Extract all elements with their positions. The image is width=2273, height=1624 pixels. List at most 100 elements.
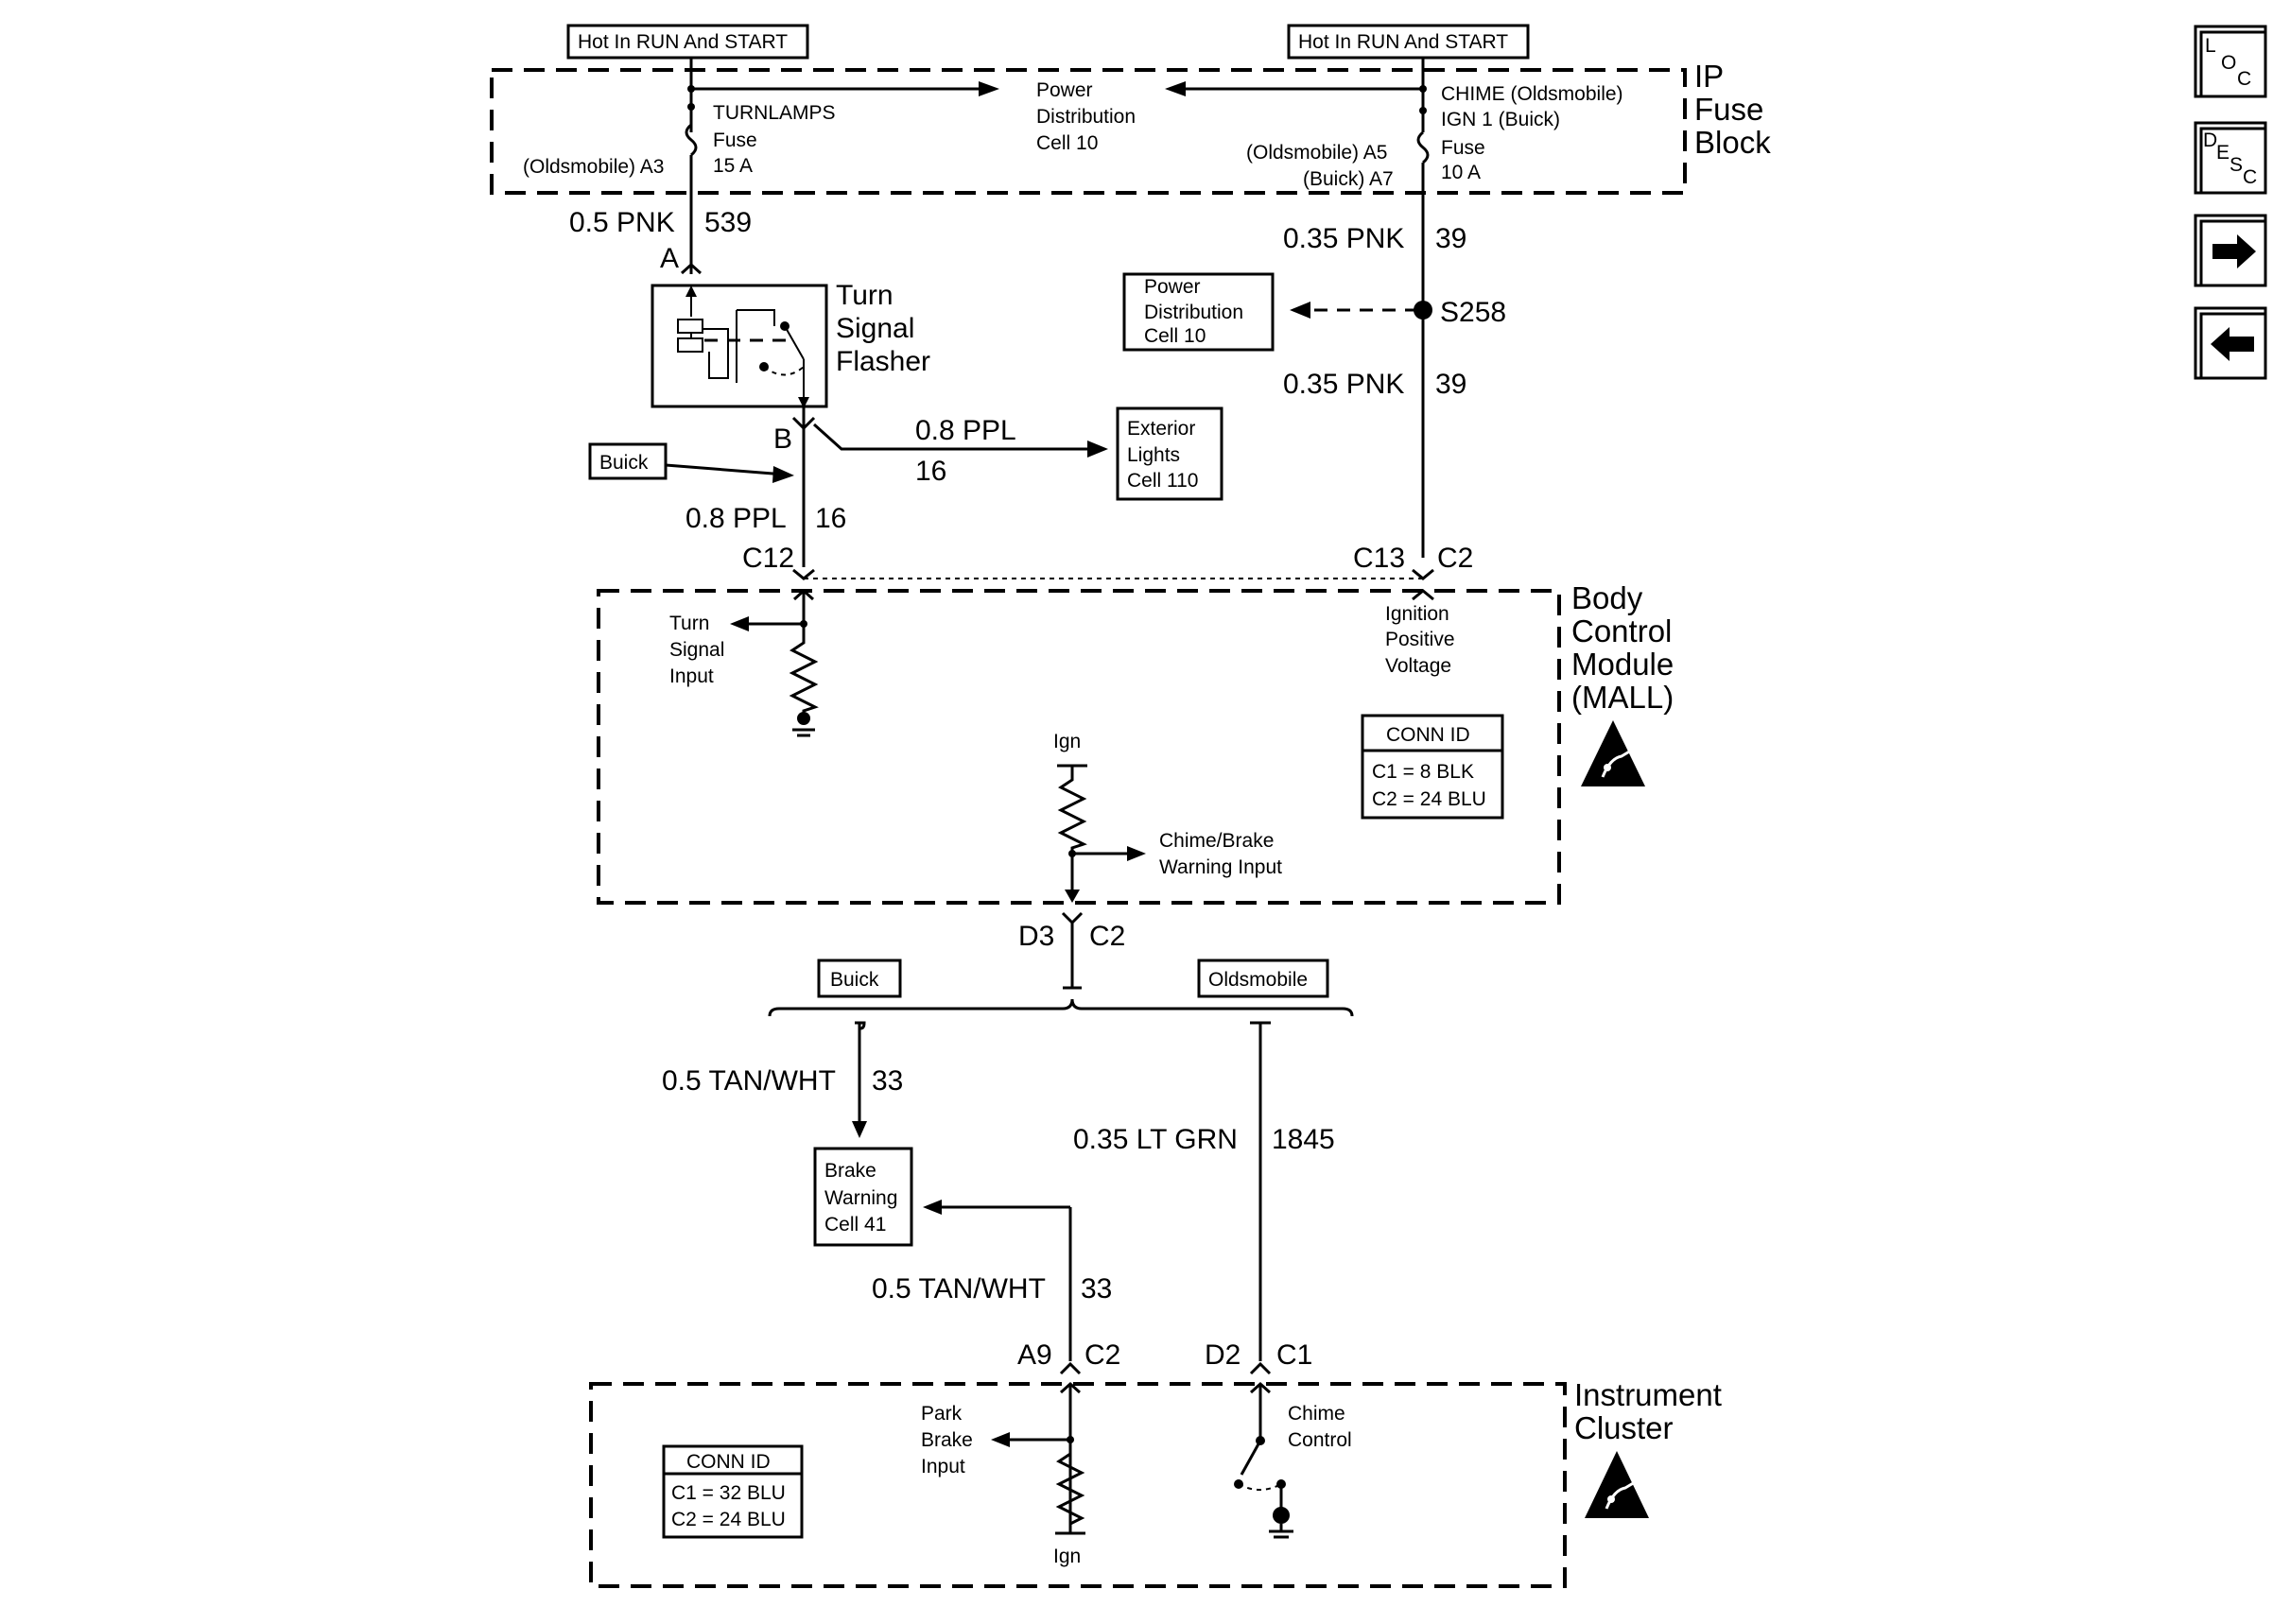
esd-warning-icon (1585, 1451, 1649, 1518)
conn-d3: D3 (1018, 921, 1054, 952)
wire-539: 539 (704, 207, 752, 238)
svg-text:Fuse: Fuse (1694, 92, 1763, 127)
wire-1845: 1845 (1272, 1124, 1335, 1155)
svg-text:O: O (2221, 52, 2236, 74)
svg-text:C: C (2243, 166, 2257, 188)
splice-s258-dot (1414, 301, 1432, 320)
conn-a9: A9 (1017, 1339, 1052, 1371)
desc-button[interactable]: D E S C (2194, 121, 2267, 195)
svg-text:IGN 1 (Buick): IGN 1 (Buick) (1441, 109, 1560, 130)
svg-text:C2 = 24 BLU: C2 = 24 BLU (1372, 788, 1486, 810)
svg-text:Cell 110: Cell 110 (1127, 470, 1199, 492)
oldsmobile-a5: (Oldsmobile) A5 (1246, 142, 1387, 164)
bcm-conn-id: CONN ID C1 = 8 BLK C2 = 24 BLU (1361, 714, 1504, 820)
oldsmobile-branch-tag: Oldsmobile (1197, 959, 1329, 998)
ign-bottom: Ign (1053, 1546, 1081, 1567)
svg-text:Power: Power (1036, 79, 1093, 101)
svg-text:Park: Park (921, 1403, 963, 1425)
svg-text:Cell 41: Cell 41 (824, 1214, 886, 1235)
wire-pnk-035-bot: 0.35 PNK (1283, 369, 1404, 400)
svg-text:(MALL): (MALL) (1571, 680, 1674, 715)
svg-text:C: C (2237, 68, 2251, 90)
svg-text:Fuse: Fuse (713, 130, 757, 151)
ignition-positive-label: Ignition Positive Voltage (1385, 603, 1455, 677)
turn-signal-flasher-box (651, 284, 828, 408)
buick-branch-tag: Buick (817, 959, 902, 998)
svg-text:Signal: Signal (669, 639, 724, 661)
svg-text:CHIME (Oldsmobile): CHIME (Oldsmobile) (1441, 83, 1623, 105)
hot-in-run-start-right: Hot In RUN And START (1287, 24, 1530, 60)
svg-text:Warning Input: Warning Input (1159, 856, 1282, 878)
svg-text:Voltage: Voltage (1385, 655, 1451, 677)
turnlamps-fuse-label: TURNLAMPS Fuse 15 A (713, 102, 836, 177)
svg-text:Module: Module (1571, 647, 1674, 682)
conn-c13: C13 (1353, 543, 1405, 574)
ip-fuse-block-outline (490, 68, 1687, 195)
body-control-module-title: Body Control Module (MALL) (1571, 580, 1674, 715)
loc-button[interactable]: L O C (2194, 25, 2267, 98)
svg-text:Turn: Turn (836, 280, 894, 311)
svg-text:Input: Input (669, 665, 714, 687)
park-brake-input-label: Park Brake Input (921, 1403, 973, 1477)
svg-text:10 A: 10 A (1441, 162, 1481, 183)
wire-16: 16 (815, 503, 846, 534)
wire-33-bot: 33 (1081, 1273, 1112, 1304)
svg-text:Chime: Chime (1288, 1403, 1345, 1425)
svg-text:C1 = 32 BLU: C1 = 32 BLU (671, 1482, 786, 1504)
ign-top: Ign (1053, 731, 1081, 752)
svg-text:L: L (2205, 35, 2216, 57)
svg-text:Positive: Positive (1385, 629, 1455, 650)
svg-text:Chime/Brake: Chime/Brake (1159, 830, 1274, 852)
right-arrow-icon (2212, 234, 2256, 268)
svg-text:Cluster: Cluster (1574, 1410, 1674, 1445)
svg-text:C2 = 24 BLU: C2 = 24 BLU (671, 1509, 786, 1530)
svg-text:Signal: Signal (836, 313, 914, 344)
svg-text:Turn: Turn (669, 613, 709, 634)
brake-warning-cell: Brake Warning Cell 41 (813, 1147, 913, 1247)
chime-fuse-label: CHIME (Oldsmobile) IGN 1 (Buick) Fuse 10… (1441, 83, 1623, 183)
wire-tan-wht-bot: 0.5 TAN/WHT (872, 1273, 1046, 1304)
wire-pnk-035-top: 0.35 PNK (1283, 223, 1404, 254)
svg-text:IP: IP (1694, 59, 1724, 94)
next-button[interactable] (2194, 214, 2267, 287)
wire-39-top: 39 (1435, 223, 1466, 254)
wire-lt-grn: 0.35 LT GRN (1073, 1124, 1238, 1155)
svg-text:Distribution: Distribution (1036, 106, 1136, 128)
ip-fuse-block-title: IP Fuse Block (1694, 59, 1771, 160)
svg-text:D: D (2203, 130, 2217, 151)
instrument-cluster-title: Instrument Cluster (1574, 1377, 1722, 1445)
svg-text:Buick: Buick (599, 452, 649, 474)
svg-text:CONN ID: CONN ID (1386, 724, 1470, 746)
svg-text:Buick: Buick (830, 969, 879, 991)
turn-signal-input-label: Turn Signal Input (669, 613, 724, 687)
conn-b: B (773, 423, 792, 455)
svg-text:Input: Input (921, 1456, 965, 1477)
svg-text:CONN ID: CONN ID (686, 1451, 771, 1473)
splice-s258: S258 (1440, 297, 1506, 328)
chime-control-label: Chime Control (1288, 1403, 1352, 1451)
prev-button[interactable] (2194, 306, 2267, 380)
svg-text:Exterior: Exterior (1127, 418, 1195, 440)
instrument-cluster-outline (589, 1382, 1567, 1588)
svg-text:Body: Body (1571, 580, 1643, 615)
esd-warning-icon (1581, 720, 1645, 786)
wire-16-top: 16 (915, 456, 946, 487)
wire-ppl: 0.8 PPL (685, 503, 787, 534)
buick-tag: Buick (588, 442, 668, 480)
conn-c1-bot: C1 (1276, 1339, 1312, 1371)
svg-text:Flasher: Flasher (836, 346, 930, 377)
svg-text:Brake: Brake (824, 1160, 876, 1182)
wire-ppl-top: 0.8 PPL (915, 415, 1016, 446)
svg-text:Hot In RUN And START: Hot In RUN And START (578, 31, 788, 53)
svg-text:15 A: 15 A (713, 155, 753, 177)
svg-text:E: E (2216, 142, 2230, 164)
conn-c12: C12 (742, 543, 794, 574)
wire-tan-wht-top: 0.5 TAN/WHT (662, 1065, 836, 1097)
svg-text:C1 = 8 BLK: C1 = 8 BLK (1372, 761, 1474, 783)
svg-text:S: S (2230, 154, 2243, 176)
hot-in-run-start-left: Hot In RUN And START (566, 24, 809, 60)
svg-text:Instrument: Instrument (1574, 1377, 1722, 1412)
svg-text:Hot In RUN And START: Hot In RUN And START (1298, 31, 1508, 53)
turn-signal-flasher-title: Turn Signal Flasher (836, 280, 930, 377)
wire-33-top: 33 (872, 1065, 903, 1097)
